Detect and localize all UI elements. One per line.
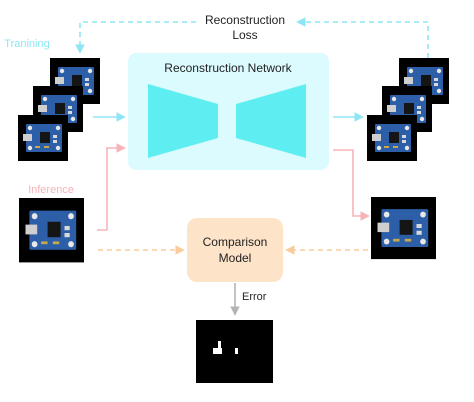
comparison-model-box (187, 218, 283, 282)
reconstruction-network-label: Reconstruction Network (164, 61, 292, 75)
training-images-input (18, 58, 100, 161)
pcb-image-icon (367, 115, 417, 161)
reconstruction-loss-title-line2: Loss (232, 28, 257, 42)
inference-input-arrow (97, 143, 126, 231)
error-mask-icon (196, 320, 273, 383)
loss-arrow-right (296, 17, 429, 58)
encoder-shape (148, 84, 218, 158)
inference-output-image (371, 197, 436, 260)
pcb-image-icon (18, 115, 68, 161)
inference-input-image (19, 198, 84, 263)
training-images-output (367, 58, 449, 161)
loss-arrow-left (75, 21, 196, 54)
comparison-model-label-line1: Comparison (203, 235, 268, 249)
training-label: Tranining (4, 38, 49, 50)
comparison-model-label-line2: Model (219, 251, 252, 265)
decoder-shape (236, 84, 306, 158)
inference-output-arrow (333, 149, 370, 221)
reconstruction-loss-title-line1: Reconstruction (205, 13, 285, 27)
inference-label: Inference (28, 184, 74, 196)
error-label: Error (242, 291, 267, 303)
